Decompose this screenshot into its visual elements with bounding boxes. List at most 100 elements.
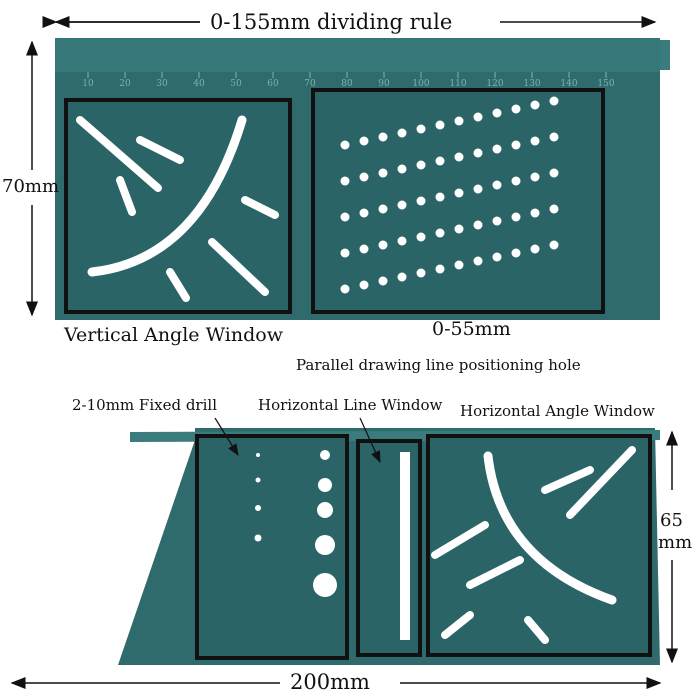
- ruler-tick-label: 30: [156, 79, 168, 89]
- positioning-hole: [416, 124, 426, 134]
- positioning-hole: [416, 196, 426, 206]
- positioning-holes: [340, 96, 559, 294]
- positioning-hole: [454, 224, 464, 234]
- width-200mm-label: 200mm: [290, 670, 370, 694]
- positioning-hole: [435, 228, 445, 238]
- range-55mm-label: 0-55mm: [432, 318, 511, 340]
- positioning-hole: [473, 148, 483, 158]
- drill-holes: [254, 450, 337, 597]
- positioning-hole: [397, 200, 407, 210]
- positioning-hole: [340, 176, 350, 186]
- positioning-hole: [378, 240, 388, 250]
- parallel-hole-label: Parallel drawing line positioning hole: [296, 356, 581, 374]
- ruler-tick-label: 60: [267, 79, 279, 89]
- positioning-hole: [359, 172, 369, 182]
- positioning-hole: [378, 276, 388, 286]
- ruler-tick-label: 90: [378, 79, 390, 89]
- positioning-hole: [397, 128, 407, 138]
- height-unit-label: mm: [658, 532, 693, 553]
- bottom-tool-view: [118, 428, 660, 665]
- drill-hole: [255, 477, 261, 483]
- positioning-hole: [492, 216, 502, 226]
- positioning-hole: [530, 172, 540, 182]
- positioning-hole: [397, 164, 407, 174]
- positioning-hole: [416, 268, 426, 278]
- positioning-hole: [511, 176, 521, 186]
- height-65-label: 65: [660, 510, 683, 531]
- positioning-hole: [435, 120, 445, 130]
- drill-hole: [320, 450, 330, 460]
- positioning-hole: [340, 248, 350, 258]
- positioning-hole: [473, 112, 483, 122]
- positioning-hole: [416, 160, 426, 170]
- positioning-hole: [359, 208, 369, 218]
- positioning-hole: [435, 192, 445, 202]
- positioning-hole: [340, 212, 350, 222]
- ruler-tick-label: 10: [82, 79, 94, 89]
- positioning-hole: [435, 156, 445, 166]
- positioning-hole: [397, 236, 407, 246]
- positioning-hole: [378, 168, 388, 178]
- positioning-hole: [359, 244, 369, 254]
- positioning-hole: [549, 240, 559, 250]
- positioning-hole: [454, 260, 464, 270]
- ruler-tick-label: 130: [523, 79, 540, 89]
- positioning-hole: [549, 132, 559, 142]
- ruler-tick-label: 80: [341, 79, 353, 89]
- positioning-hole: [454, 152, 464, 162]
- ruler-tick-label: 140: [560, 79, 577, 89]
- ruler-tick-label: 40: [193, 79, 205, 89]
- ruler-tick-label: 100: [412, 79, 429, 89]
- drill-hole: [317, 502, 333, 518]
- positioning-hole: [454, 188, 464, 198]
- positioning-hole: [397, 272, 407, 282]
- height-70mm-label: 70mm: [2, 176, 60, 197]
- drill-hole: [318, 478, 332, 492]
- positioning-hole: [359, 280, 369, 290]
- positioning-hole: [549, 204, 559, 214]
- positioning-hole: [492, 180, 502, 190]
- positioning-hole: [378, 132, 388, 142]
- drill-hole: [255, 505, 261, 511]
- drill-hole: [256, 453, 260, 457]
- positioning-hole: [511, 140, 521, 150]
- drill-hole: [254, 534, 262, 542]
- positioning-hole: [473, 256, 483, 266]
- positioning-hole: [454, 116, 464, 126]
- positioning-hole: [340, 140, 350, 150]
- ruler-tick-label: 20: [119, 79, 131, 89]
- ruler-tick-label: 110: [449, 79, 466, 89]
- horizontal-line-window-frame: [356, 439, 422, 657]
- positioning-hole: [511, 104, 521, 114]
- fixed-drill-label: 2-10mm Fixed drill: [72, 396, 217, 414]
- positioning-hole: [416, 232, 426, 242]
- drill-hole: [313, 573, 337, 597]
- vertical-angle-window-label: Vertical Angle Window: [64, 324, 283, 346]
- positioning-hole: [530, 100, 540, 110]
- positioning-hole: [549, 168, 559, 178]
- horizontal-angle-window-label: Horizontal Angle Window: [460, 402, 655, 420]
- ruler-tick-label: 150: [597, 79, 614, 89]
- positioning-hole: [530, 208, 540, 218]
- positioning-hole: [340, 284, 350, 294]
- drill-hole: [315, 535, 335, 555]
- positioning-hole: [511, 248, 521, 258]
- positioning-hole: [530, 136, 540, 146]
- positioning-hole: [435, 264, 445, 274]
- horizontal-line-window-label: Horizontal Line Window: [258, 396, 443, 414]
- ruler-tick-label: 120: [486, 79, 503, 89]
- ruler-tick-label: 70: [304, 79, 316, 89]
- positioning-hole: [511, 212, 521, 222]
- dividing-rule-label: 0-155mm dividing rule: [210, 10, 453, 34]
- positioning-hole: [359, 136, 369, 146]
- positioning-hole: [492, 108, 502, 118]
- positioning-hole: [549, 96, 559, 106]
- positioning-hole: [530, 244, 540, 254]
- parallel-hole-frame: [311, 88, 605, 314]
- positioning-hole: [473, 220, 483, 230]
- positioning-hole: [473, 184, 483, 194]
- positioning-hole: [492, 252, 502, 262]
